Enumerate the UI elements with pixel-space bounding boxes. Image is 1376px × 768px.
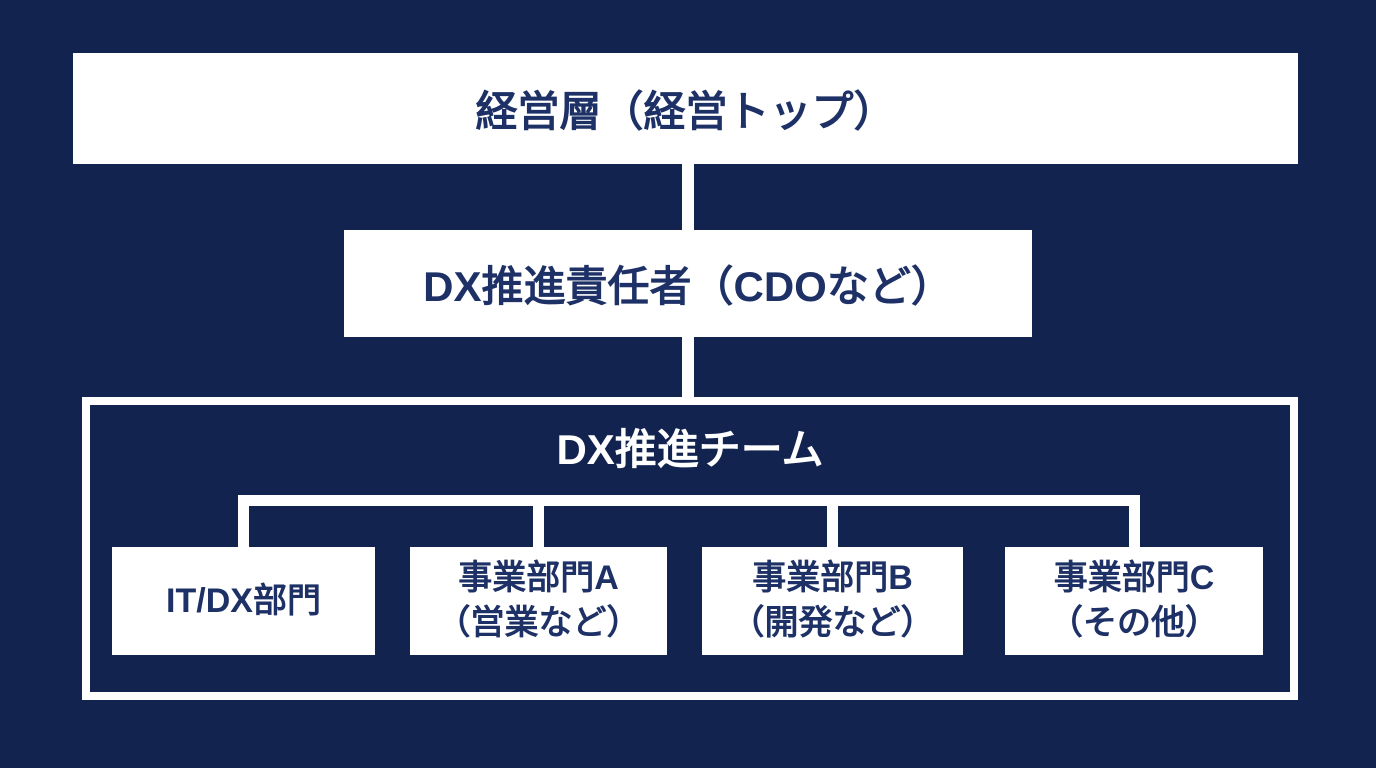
node-member-itdx-label: IT/DX部門 [166,581,321,620]
node-cdo: DX推進責任者（CDOなど） [344,230,1032,337]
team-title: DX推進チーム [556,426,824,473]
node-member-division-b-label: 事業部門B [752,559,913,598]
node-member-division-c-label: 事業部門C [1053,559,1215,598]
node-member-division-a: 事業部門A （営業など） [410,547,667,655]
node-member-division-a-label: 事業部門A [458,559,619,598]
connector-drop-itdx [238,495,249,549]
node-executive: 経営層（経営トップ） [73,53,1298,164]
node-cdo-label: DX推進責任者（CDOなど） [423,263,953,310]
connector-drop-division-a [533,495,544,549]
node-member-division-a-sublabel: （営業など） [436,604,641,642]
team-container-box [82,397,1298,700]
connector-cdo-to-team [682,337,694,397]
connector-team-horizontal [238,495,1140,506]
node-member-itdx: IT/DX部門 [112,547,375,655]
connector-drop-division-b [827,495,838,549]
node-member-division-c: 事業部門C （その他） [1005,547,1263,655]
node-executive-label: 経営層（経営トップ） [475,88,896,135]
node-member-division-b: 事業部門B （開発など） [702,547,963,655]
connector-exec-to-cdo [682,164,694,230]
node-member-division-c-sublabel: （その他） [1049,604,1219,642]
node-member-division-b-sublabel: （開発など） [730,604,935,642]
connector-drop-division-c [1129,495,1140,549]
